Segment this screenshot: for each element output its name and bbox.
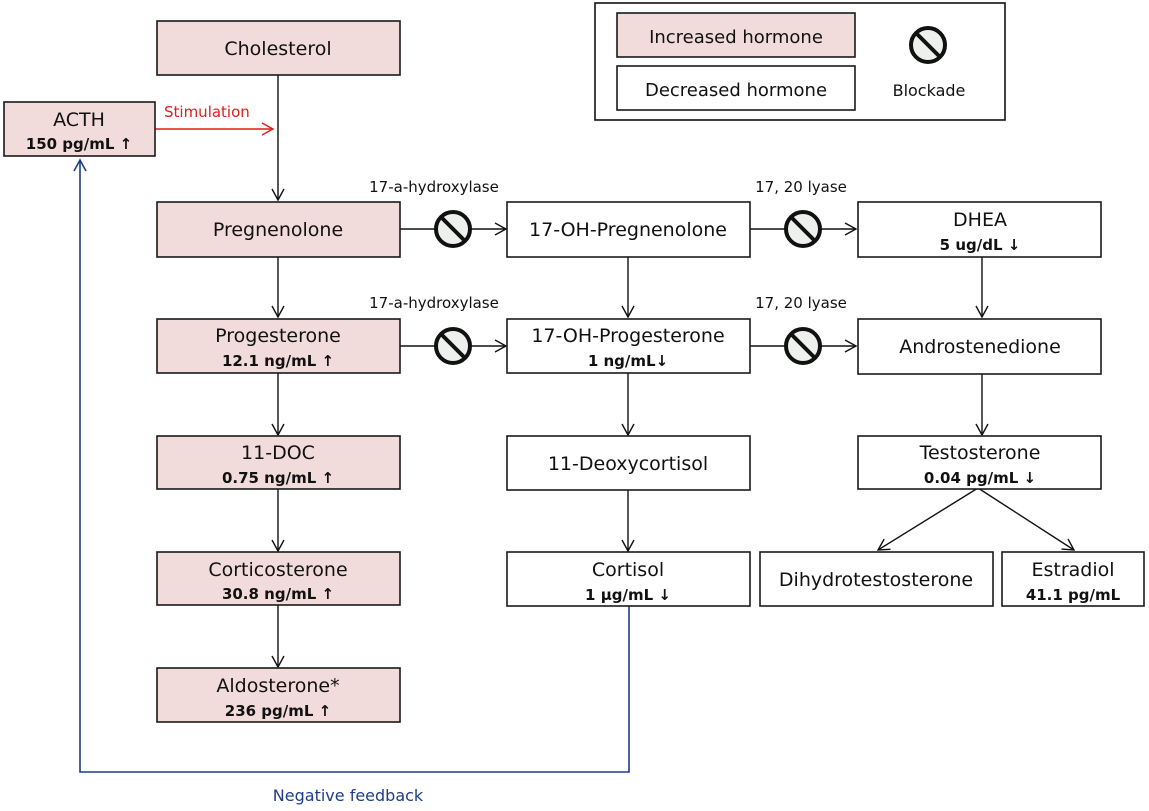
node-androstenedione: Androstenedione (857, 318, 1102, 375)
hormone-name: Androstenedione (899, 336, 1061, 358)
node-dhea: DHEA 5 ug/dL ↓ (857, 201, 1102, 258)
edge-negative-feedback (73, 158, 630, 773)
blockade-icon (434, 210, 472, 248)
node-pregnenolone: Pregnenolone (156, 201, 401, 258)
node-box (857, 318, 1102, 375)
node-17-oh-pregnenolone: 17-OH-Pregnenolone (506, 201, 751, 258)
hormone-level: 0.75 ng/mL ↑ (222, 469, 334, 487)
legend-decreased-label: Decreased hormone (645, 80, 827, 101)
node-17-oh-progesterone: 17-OH-Progesterone 1 ng/mL↓ (506, 318, 751, 374)
node-box (156, 435, 401, 490)
node-cortisol: Cortisol 1 μg/mL ↓ (506, 551, 751, 607)
edge-testosterone-estradiol (977, 487, 1076, 551)
hormone-level: 41.1 pg/mL (1026, 586, 1121, 604)
hormone-name: DHEA (953, 209, 1007, 231)
hormone-level: 12.1 ng/mL ↑ (222, 352, 334, 370)
node-box (156, 20, 401, 76)
hormone-level: 0.04 pg/mL ↓ (924, 469, 1036, 487)
node-estradiol: Estradiol 41.1 pg/mL (1001, 551, 1145, 607)
edge-testosterone-dht (876, 487, 979, 551)
node-dihydrotestosterone: Dihydrotestosterone (759, 551, 994, 607)
hormone-name: Cortisol (592, 559, 664, 581)
hormone-name: Testosterone (919, 442, 1041, 464)
enzyme-label-17-20-lyase-mid: 17, 20 lyase (755, 294, 847, 312)
hormone-level: 1 ng/mL↓ (588, 352, 668, 370)
node-progesterone: Progesterone 12.1 ng/mL ↑ (156, 318, 401, 374)
negative-feedback-label: Negative feedback (273, 786, 424, 805)
node-box (506, 201, 751, 258)
enzyme-label-17a-hydroxylase-mid: 17-a-hydroxylase (369, 294, 499, 312)
node-box (156, 201, 401, 258)
legend-decreased-swatch (616, 65, 856, 111)
hormone-name: Dihydrotestosterone (779, 569, 973, 591)
node-box (3, 101, 156, 157)
node-cholesterol: Cholesterol (156, 20, 401, 76)
node-acth: ACTH 150 pg/mL ↑ (3, 101, 156, 157)
hormone-name: Cholesterol (224, 38, 331, 60)
enzyme-label-17a-hydroxylase-top: 17-a-hydroxylase (369, 178, 499, 196)
hormone-level: 236 pg/mL ↑ (225, 702, 331, 720)
legend-blockade-label: Blockade (893, 81, 966, 100)
node-11-deoxycortisol: 11-Deoxycortisol (506, 435, 751, 491)
hormone-name: Progesterone (215, 325, 341, 347)
node-testosterone: Testosterone 0.04 pg/mL ↓ (857, 435, 1102, 490)
node-box (506, 551, 751, 607)
node-box (857, 201, 1102, 258)
blockade-icon (434, 327, 472, 365)
legend-increased-swatch (616, 12, 856, 58)
legend-increased-label: Increased hormone (649, 27, 823, 48)
node-box (156, 667, 401, 723)
enzyme-label-17-20-lyase-top: 17, 20 lyase (755, 178, 847, 196)
hormone-name: Aldosterone* (216, 675, 339, 697)
hormone-name: 11-Deoxycortisol (548, 453, 708, 475)
hormone-name: Estradiol (1031, 559, 1114, 581)
hormone-level: 150 pg/mL ↑ (26, 135, 132, 153)
node-box (759, 551, 994, 607)
stimulation-label: Stimulation (164, 103, 250, 121)
node-box (857, 435, 1102, 490)
node-box (156, 318, 401, 374)
blockade-icon (909, 26, 947, 64)
hormone-name: Corticosterone (208, 559, 347, 581)
hormone-level: 5 ug/dL ↓ (940, 236, 1021, 254)
hormone-name: 17-OH-Progesterone (531, 325, 724, 347)
legend: Increased hormone Decreased hormone Bloc… (594, 2, 1006, 121)
node-corticosterone: Corticosterone 30.8 ng/mL ↑ (156, 551, 401, 606)
node-box (506, 435, 751, 491)
node-box (156, 551, 401, 606)
hormone-level: 1 μg/mL ↓ (585, 586, 671, 604)
node-aldosterone: Aldosterone* 236 pg/mL ↑ (156, 667, 401, 723)
node-box (506, 318, 751, 374)
hormone-name: ACTH (53, 109, 105, 131)
hormone-name: 11-DOC (241, 442, 315, 464)
hormone-level: 30.8 ng/mL ↑ (222, 585, 334, 603)
blockade-icon (784, 327, 822, 365)
node-11-doc: 11-DOC 0.75 ng/mL ↑ (156, 435, 401, 490)
node-box (1001, 551, 1145, 607)
hormone-name: Pregnenolone (213, 219, 343, 241)
hormone-name: 17-OH-Pregnenolone (529, 219, 727, 241)
blockade-icon (784, 210, 822, 248)
